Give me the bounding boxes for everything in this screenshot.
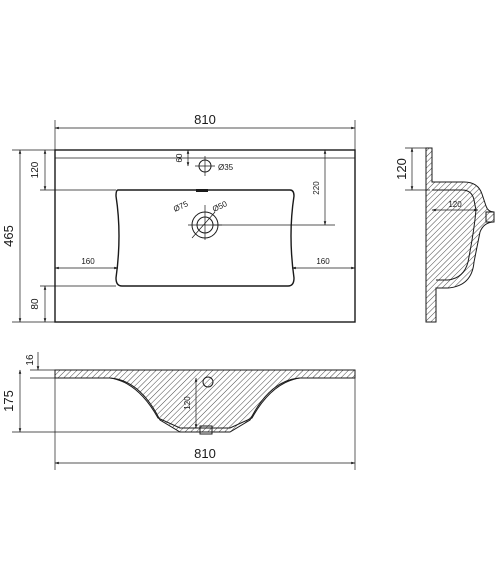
dim-side-offset: 120 [448, 200, 462, 209]
dim-width-top: 810 [194, 112, 216, 127]
dim-side-ledge: 120 [394, 158, 409, 180]
dim-height: 175 [1, 390, 16, 412]
drain-leader [191, 211, 216, 239]
dim-bowl-depth: 220 [312, 181, 321, 195]
bowl-outline-top [115, 189, 295, 287]
dim-right-margin: 160 [316, 257, 330, 266]
dim-tap-offset: 60 [175, 153, 184, 162]
side-inner-surface [432, 189, 477, 281]
basin-outline-top [54, 149, 356, 323]
top-view: 810 465 120 80 60 Ø35 220 Ø75 Ø50 160 16… [1, 112, 356, 323]
dim-depth: 465 [1, 225, 16, 247]
dim-thickness: 16 [25, 354, 36, 366]
side-profile [425, 147, 495, 323]
front-section [54, 369, 356, 433]
front-bowl-inner [109, 377, 301, 429]
dim-back-ledge: 120 [30, 161, 41, 178]
label-overflow-diameter: Ø75 [172, 199, 190, 214]
overflow-slot [196, 189, 208, 192]
front-drain [199, 425, 213, 435]
front-view: 16 175 120 810 [1, 352, 356, 470]
front-overflow-hole [202, 376, 214, 388]
side-overflow-stub [485, 211, 495, 223]
label-tap-hole: Ø35 [218, 163, 234, 172]
dim-front: 80 [30, 298, 41, 310]
side-view: 120 120 [394, 147, 495, 323]
label-drain-diameter: Ø50 [211, 199, 229, 214]
dim-width-front: 810 [194, 446, 216, 461]
dim-left-margin: 160 [81, 257, 95, 266]
dim-bowl-height: 120 [183, 396, 192, 410]
